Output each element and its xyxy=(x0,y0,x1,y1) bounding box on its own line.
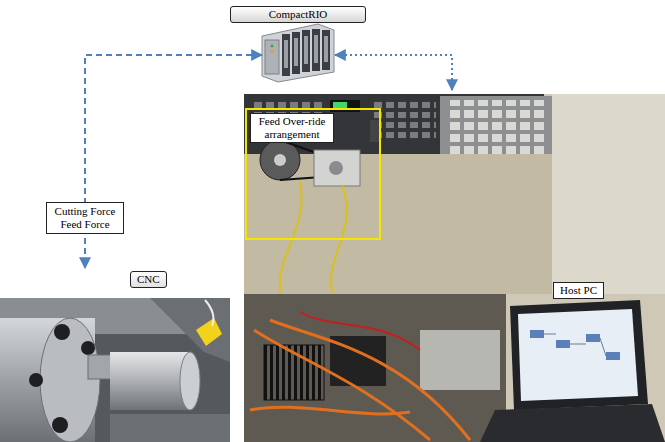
cnc-photo xyxy=(29,373,43,387)
label-text: CNC xyxy=(137,273,160,286)
compactrio-device xyxy=(312,29,320,71)
signal-arrow xyxy=(85,55,262,268)
compactrio-device xyxy=(322,30,330,70)
machine-photo xyxy=(270,320,470,440)
machine-photo xyxy=(518,309,638,401)
label-text: Host PC xyxy=(560,284,597,297)
machine-photo xyxy=(329,161,343,175)
cnc-photo xyxy=(110,352,190,410)
compactrio-device xyxy=(302,30,310,72)
compactrio-device xyxy=(265,40,279,74)
compactrio-device xyxy=(294,38,298,66)
machine-photo xyxy=(274,154,286,166)
machine-photo xyxy=(606,352,620,360)
cnc-photo xyxy=(52,417,68,433)
label-box: Host PC xyxy=(553,282,604,299)
compactrio-device xyxy=(271,50,274,53)
cnc-photo xyxy=(0,298,230,442)
machine-photo xyxy=(314,150,360,186)
cnc-photo xyxy=(180,352,200,410)
machine-photo xyxy=(586,334,600,342)
machine-photo xyxy=(331,186,347,300)
cnc-photo xyxy=(0,298,230,442)
compactrio-device xyxy=(324,36,328,62)
compactrio-device xyxy=(314,35,318,63)
label-text: Feed Over-ride arrangement xyxy=(257,115,327,141)
machine-photo xyxy=(244,94,665,442)
machine-photo xyxy=(446,100,546,162)
cnc-photo xyxy=(40,318,100,442)
label-box: CNC xyxy=(130,271,167,288)
data-link-line xyxy=(335,55,452,90)
compactrio-device xyxy=(262,24,334,82)
label-box: Feed Over-ride arrangement xyxy=(250,113,334,143)
machine-photo xyxy=(556,340,570,348)
machine-photo xyxy=(250,407,410,414)
machine-photo xyxy=(246,109,380,239)
compactrio-device xyxy=(271,45,274,48)
edge-label: Cutting Force Feed Force xyxy=(46,202,124,234)
compactrio-device xyxy=(262,24,334,82)
cnc-photo xyxy=(110,414,230,442)
cnc-photo xyxy=(205,300,214,326)
machine-photo xyxy=(552,94,665,294)
cnc-photo xyxy=(81,341,95,355)
label-text: CompactRIO xyxy=(237,8,359,21)
device-group: CompactRIO xyxy=(262,6,334,82)
machine-photo xyxy=(510,300,648,410)
compactrio-device xyxy=(282,34,290,76)
machine-photo xyxy=(244,94,665,442)
device-group: CNC xyxy=(0,268,232,442)
machine-photo xyxy=(370,120,380,142)
cnc-photo xyxy=(150,298,230,362)
cnc-photo xyxy=(196,318,222,346)
machine-photo xyxy=(244,294,506,442)
cnc-photo xyxy=(54,324,70,340)
machine-photo xyxy=(530,330,544,338)
machine-photo xyxy=(280,182,302,300)
machine-photo xyxy=(420,330,500,390)
compactrio-device xyxy=(292,32,300,74)
machine-photo xyxy=(544,334,606,356)
label-box: CompactRIO xyxy=(230,6,366,23)
machine-photo xyxy=(480,404,665,442)
compactrio-device xyxy=(284,40,288,68)
compactrio-device xyxy=(304,36,308,64)
machine-photo xyxy=(330,100,360,112)
machine-photo xyxy=(300,312,420,350)
